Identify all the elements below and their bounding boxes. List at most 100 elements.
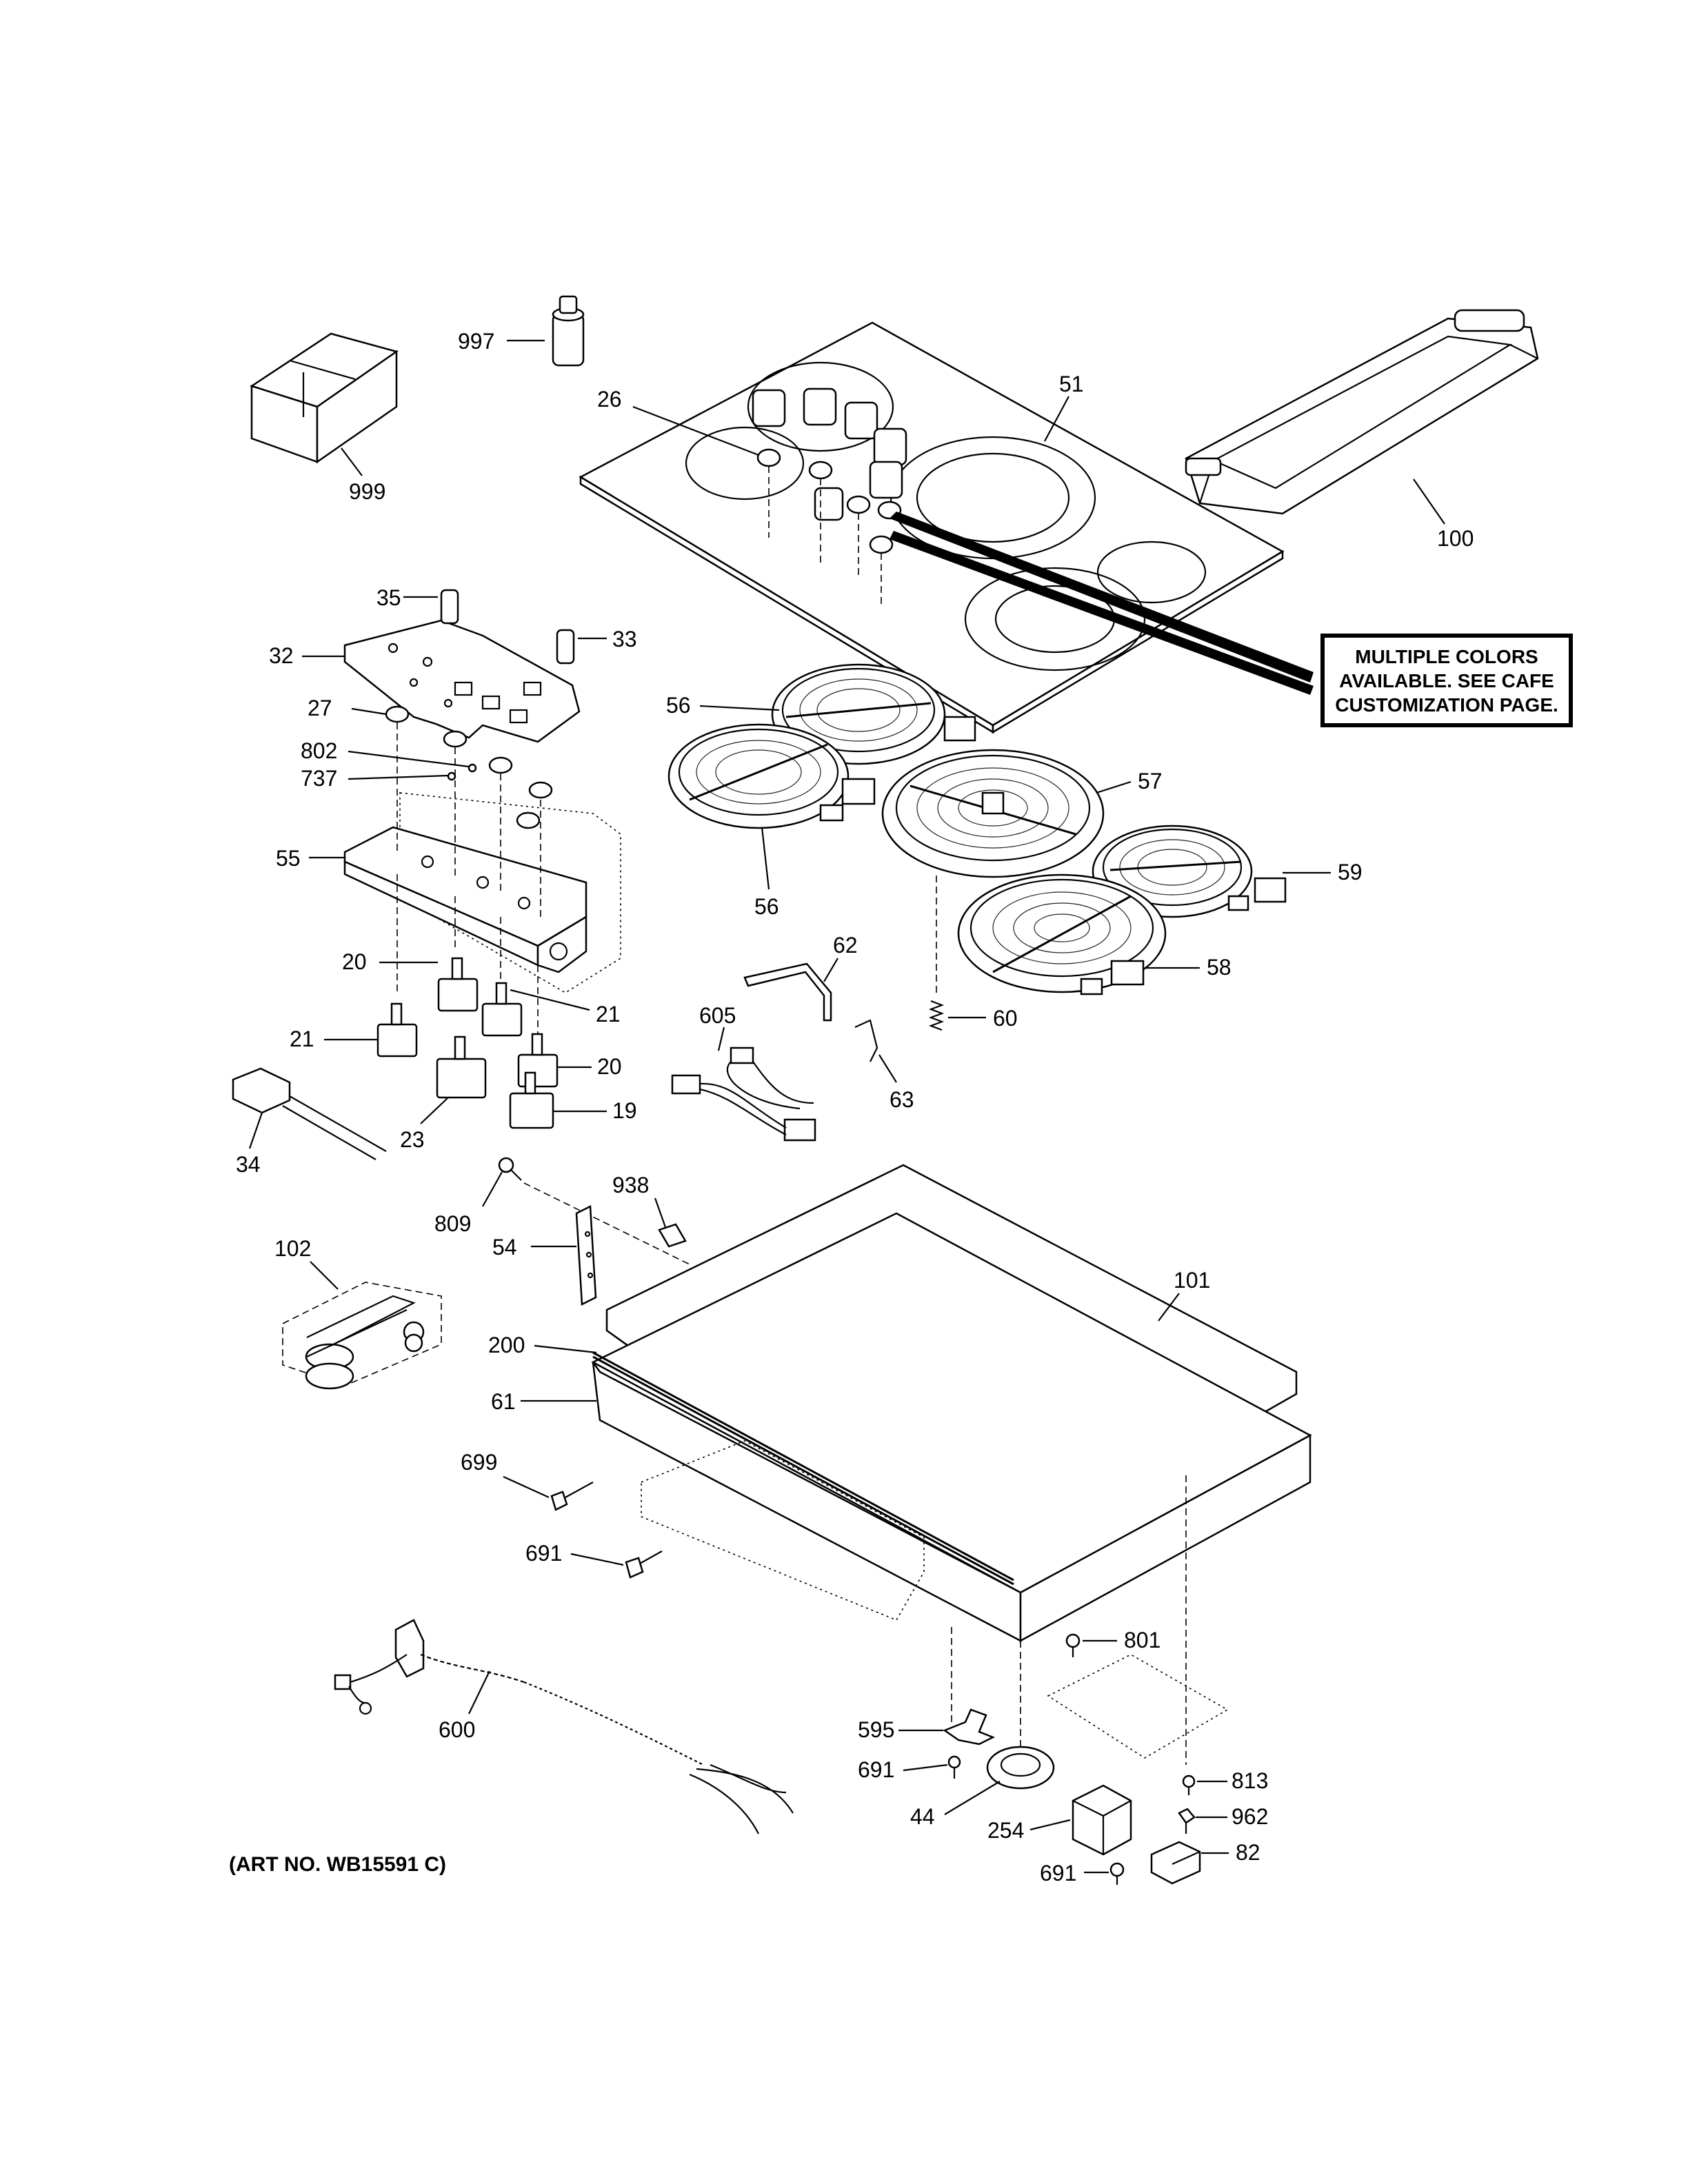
callout-100: 100 xyxy=(1437,526,1474,551)
switch-20-top xyxy=(437,957,479,1012)
part-44-grommet xyxy=(986,1746,1055,1790)
part-600-conduit xyxy=(334,1619,794,1834)
part-33-light xyxy=(556,629,575,665)
callout-699: 699 xyxy=(461,1450,497,1475)
part-801-screw xyxy=(1065,1633,1081,1657)
callout-21a: 21 xyxy=(596,1002,621,1027)
leader-23 xyxy=(420,1097,449,1124)
callout-51: 51 xyxy=(1059,372,1084,396)
part-61-frame xyxy=(591,1212,1312,1643)
note-leaders xyxy=(890,512,1314,695)
callout-34: 34 xyxy=(236,1152,261,1177)
callout-26: 26 xyxy=(597,387,622,412)
leader-200 xyxy=(534,1344,597,1354)
part-57-element-large xyxy=(881,749,1105,878)
callout-19: 19 xyxy=(612,1098,637,1123)
callout-56a: 56 xyxy=(666,693,691,718)
callout-600: 600 xyxy=(439,1717,475,1742)
part-100-griddle xyxy=(1185,309,1539,515)
callout-27: 27 xyxy=(308,696,332,720)
leader-691a xyxy=(570,1553,624,1566)
callout-691c: 691 xyxy=(1040,1861,1076,1885)
leader-62 xyxy=(823,958,838,982)
part-63-clip xyxy=(854,1019,878,1062)
part-691-screw-c xyxy=(1109,1862,1125,1885)
callout-62: 62 xyxy=(833,933,858,958)
part-809-screw xyxy=(498,1157,690,1265)
callout-23: 23 xyxy=(400,1127,425,1152)
leader-44 xyxy=(944,1781,1001,1815)
callout-691b: 691 xyxy=(858,1757,894,1782)
part-254-module xyxy=(1072,1784,1132,1856)
switch-23 xyxy=(436,1035,487,1099)
callout-labels: 997 999 26 51 100 35 33 32 27 802 737 55… xyxy=(236,329,1474,1885)
leader-102 xyxy=(310,1261,339,1290)
callout-605: 605 xyxy=(699,1003,736,1028)
callout-57: 57 xyxy=(1138,769,1163,793)
callout-20b: 20 xyxy=(597,1054,622,1079)
art-number: (ART NO. WB15591 C) xyxy=(229,1853,446,1876)
part-999-box xyxy=(250,332,399,464)
callout-63: 63 xyxy=(890,1087,914,1112)
leader-51 xyxy=(1044,396,1069,442)
leader-56b xyxy=(761,827,770,890)
part-32-control-board xyxy=(343,619,581,743)
part-26-knobs xyxy=(752,387,907,607)
callout-254: 254 xyxy=(987,1818,1024,1843)
callout-59: 59 xyxy=(1338,860,1363,884)
part-56-element-left xyxy=(667,723,876,829)
leader-600 xyxy=(468,1670,490,1715)
leader-21a xyxy=(510,989,590,1011)
part-mount-plate xyxy=(951,1475,1229,1765)
callout-737: 737 xyxy=(301,766,337,791)
leader-699 xyxy=(503,1475,550,1499)
leader-254 xyxy=(1029,1819,1071,1831)
part-595-clip xyxy=(943,1708,996,1746)
callout-58: 58 xyxy=(1207,955,1232,980)
switch-21-left xyxy=(376,1002,418,1058)
callout-20a: 20 xyxy=(342,949,367,974)
switch-21-top-right xyxy=(481,982,523,1037)
callout-962: 962 xyxy=(1232,1804,1268,1829)
part-813-screw xyxy=(1182,1775,1196,1795)
callout-60: 60 xyxy=(993,1006,1018,1031)
note-box: MULTIPLE COLORS AVAILABLE. SEE CAFE CUST… xyxy=(1320,634,1573,727)
leader-27 xyxy=(351,707,387,716)
callout-809: 809 xyxy=(434,1211,471,1236)
callout-35: 35 xyxy=(376,585,401,610)
callout-813: 813 xyxy=(1232,1768,1268,1793)
leader-101 xyxy=(1158,1293,1180,1322)
callout-61: 61 xyxy=(491,1389,516,1414)
callout-101: 101 xyxy=(1174,1268,1210,1293)
part-35-light xyxy=(440,589,459,625)
callout-54: 54 xyxy=(492,1235,517,1260)
part-82-terminal xyxy=(1150,1841,1201,1885)
callout-997: 997 xyxy=(458,329,494,354)
leader-34 xyxy=(248,1112,263,1149)
leader-100 xyxy=(1413,478,1445,525)
callout-56b: 56 xyxy=(754,894,779,919)
leader-691b xyxy=(903,1763,948,1772)
callout-595: 595 xyxy=(858,1717,894,1742)
callout-999: 999 xyxy=(349,479,385,504)
callout-801: 801 xyxy=(1124,1628,1160,1652)
leader-26 xyxy=(632,405,759,456)
part-55-bracket xyxy=(343,826,587,973)
switch-19 xyxy=(509,1071,554,1129)
part-691-screw-a xyxy=(625,1550,663,1579)
leader-63 xyxy=(878,1054,897,1083)
part-605-harness xyxy=(671,1046,816,1142)
part-938-clip xyxy=(658,1223,687,1248)
callout-691a: 691 xyxy=(525,1541,562,1566)
part-60-spring xyxy=(928,876,945,1031)
part-62-bracket xyxy=(743,962,832,1022)
part-691-screw-b xyxy=(947,1755,961,1779)
part-27-grommets xyxy=(385,705,553,829)
callout-55: 55 xyxy=(276,846,301,871)
leader-56a xyxy=(699,705,780,711)
callout-82: 82 xyxy=(1236,1840,1260,1865)
note-line-3: CUSTOMIZATION PAGE. xyxy=(1335,694,1558,716)
bottom-plate-outline xyxy=(641,1440,925,1621)
callout-33: 33 xyxy=(612,627,637,651)
leader-802 xyxy=(348,750,470,768)
